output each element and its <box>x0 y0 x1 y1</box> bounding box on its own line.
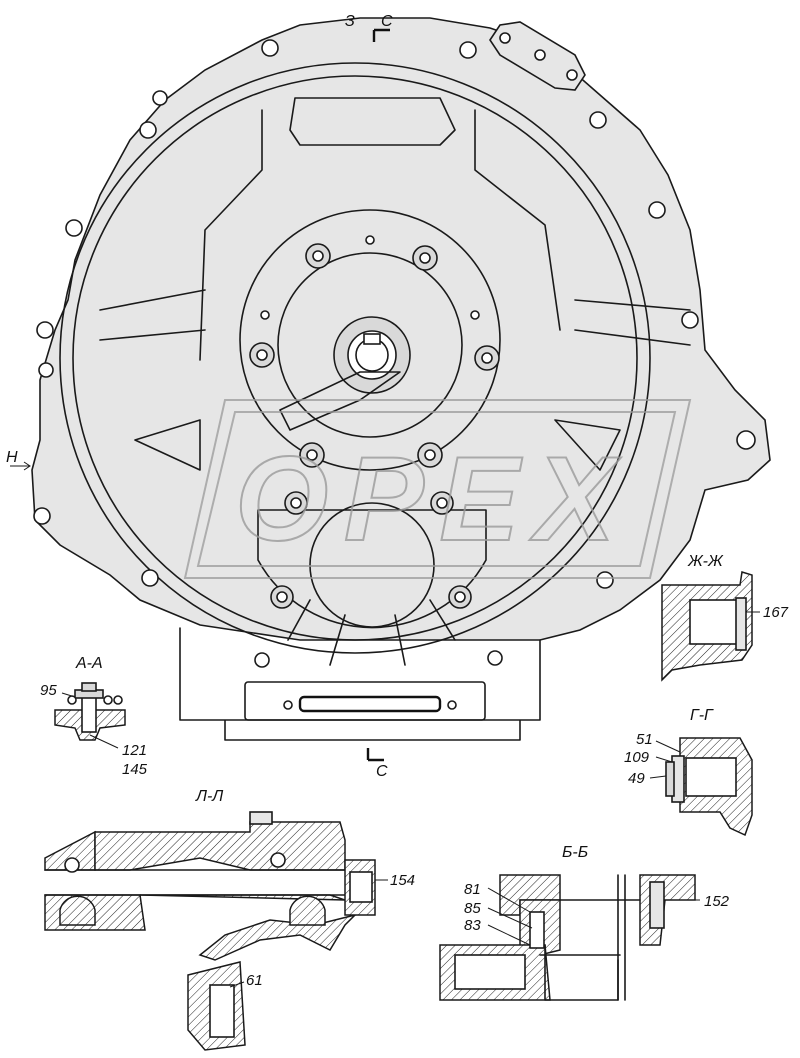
callout-61: 61 <box>246 972 263 989</box>
section-g-detail <box>649 737 753 837</box>
callout-95: 95 <box>40 682 57 699</box>
section-aa-detail <box>54 682 126 749</box>
arrow-n <box>10 461 31 471</box>
upper-window <box>289 97 456 146</box>
label-section-c-bottom: С <box>376 763 388 780</box>
callout-49: 49 <box>628 770 645 787</box>
section-mark-c-top <box>372 28 390 42</box>
input-shaft-bore <box>347 330 397 380</box>
section-b-detail <box>439 874 700 1001</box>
label-section-zh: Ж-Ж <box>687 553 724 570</box>
label-arrow-n: Н <box>6 449 18 466</box>
label-section-l: Л-Л <box>195 788 223 805</box>
bottom-slot-plate <box>244 681 486 721</box>
label-section-c-top: С <box>381 13 393 30</box>
release-plate-bolts <box>249 235 500 468</box>
callout-81: 81 <box>464 881 481 898</box>
flange-bolt-holes <box>33 39 756 668</box>
clutch-housing-main-view <box>10 17 771 762</box>
release-plate-inner <box>277 252 463 438</box>
section-zh-detail <box>661 571 760 682</box>
section-l-detail <box>44 811 388 1051</box>
release-fork <box>279 371 401 431</box>
callout-145: 145 <box>122 761 148 778</box>
label-section-aa: А-А <box>75 655 103 672</box>
callout-85: 85 <box>464 900 481 917</box>
release-plate-outer <box>239 209 501 471</box>
view-labels: З С С Н А-А Ж-Ж Г-Г Л-Л Б-Б <box>6 13 724 861</box>
callout-109: 109 <box>624 749 650 766</box>
callout-152: 152 <box>704 893 730 910</box>
callout-121: 121 <box>122 742 147 759</box>
label-section-b: Б-Б <box>562 844 588 861</box>
callout-83: 83 <box>464 917 481 934</box>
lower-cover-bolts <box>270 491 472 609</box>
callout-167: 167 <box>763 604 789 621</box>
callout-154: 154 <box>390 872 415 889</box>
label-section-g: Г-Г <box>690 707 714 724</box>
label-top-view: З <box>345 13 355 30</box>
section-mark-c-bottom <box>366 748 384 762</box>
bell-ring-inner <box>72 75 638 641</box>
callout-51: 51 <box>636 731 653 748</box>
callout-numbers: 95 121 145 167 51 109 49 154 61 81 85 83… <box>40 604 789 989</box>
bottom-base <box>179 627 541 741</box>
bell-ring-outer <box>59 62 651 654</box>
